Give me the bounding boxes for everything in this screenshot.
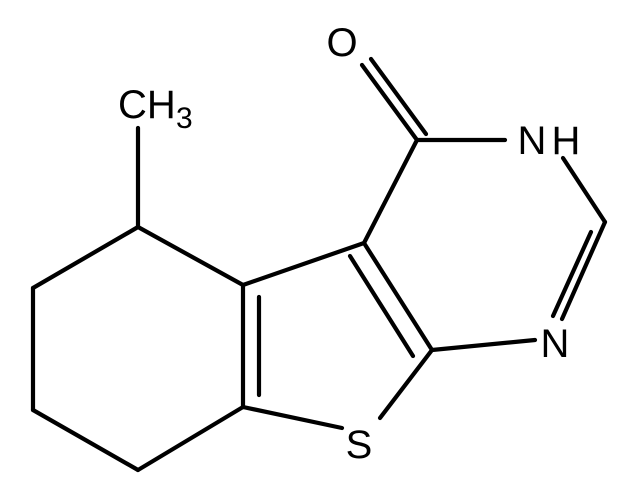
bond-s-c7a <box>240 404 345 431</box>
bond-c4a-c3a <box>240 240 367 288</box>
bond-c4-o <box>359 62 420 143</box>
bond-n3-c2 <box>560 155 608 225</box>
bond-c8-c7a <box>135 404 246 473</box>
bond-c7-c8 <box>30 407 141 473</box>
atom-sulfur: S <box>346 423 373 467</box>
atom-hydrogen-nh: H <box>552 119 581 163</box>
bond-c2-n1 <box>559 219 608 322</box>
atom-oxygen: O <box>326 21 357 65</box>
bond-n1-c8a <box>429 337 538 353</box>
atom-methyl-carbon: CH <box>118 83 176 127</box>
bond-c8a-s <box>377 347 435 421</box>
bond-c4a-c8a <box>361 240 435 353</box>
bond-c2-n1-second <box>550 229 594 319</box>
bond-c4-c4a <box>361 137 420 246</box>
bond-c4-o-second <box>368 56 429 137</box>
bond-c3a-c5 <box>135 224 246 288</box>
atom-methyl-subscript: 3 <box>176 102 193 135</box>
atom-nitrogen-ring: N <box>541 322 570 366</box>
atom-labels: O N H N S CH 3 <box>118 21 580 467</box>
bond-c4a-c8a-second <box>347 253 416 359</box>
bonds <box>30 56 608 473</box>
bond-c5-c6 <box>30 224 141 291</box>
atom-nitrogen-nh: N <box>518 119 547 163</box>
